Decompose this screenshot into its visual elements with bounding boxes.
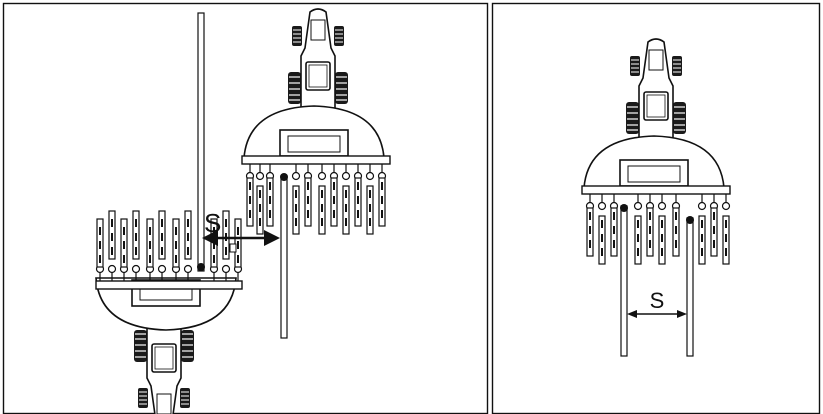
seed-row — [266, 177, 274, 227]
seed-row — [120, 218, 128, 268]
upper-drill — [241, 8, 391, 165]
spacing-label-right: S — [650, 288, 665, 313]
seed-row — [96, 218, 104, 268]
seed-row — [234, 218, 242, 268]
seed-row — [246, 177, 254, 227]
seed-row — [222, 210, 230, 260]
seed-row — [672, 207, 680, 257]
seed-row — [378, 177, 386, 227]
seed-row — [710, 207, 718, 257]
seed-row — [318, 185, 326, 235]
seed-row — [158, 210, 166, 260]
drill-bar — [241, 155, 391, 165]
spacing-arrow-right — [627, 310, 687, 318]
seed-row — [634, 215, 642, 265]
spacing-label-left: S — [204, 208, 221, 238]
seed-row — [146, 218, 154, 268]
seed-row — [366, 185, 374, 235]
seed-row — [304, 177, 312, 227]
tramline-dot — [686, 216, 694, 224]
seed-row — [108, 210, 116, 260]
seed-row — [330, 177, 338, 227]
tramline-marker-right-b — [686, 217, 694, 357]
tramline-marker-right — [280, 175, 288, 339]
seed-row — [172, 218, 180, 268]
seed-row — [658, 215, 666, 265]
tramline-dot — [620, 204, 628, 212]
seed-row — [646, 207, 654, 257]
drill-bar — [581, 185, 731, 195]
right-drill — [581, 38, 731, 195]
tramline-dot — [197, 263, 205, 271]
lower-drill — [95, 277, 243, 414]
seed-row — [184, 210, 192, 260]
seed-row — [586, 207, 594, 257]
seed-row — [132, 210, 140, 260]
tramline-dot — [280, 173, 288, 181]
seed-row — [292, 185, 300, 235]
spacing-arrow-left — [202, 230, 280, 253]
seed-row — [342, 185, 350, 235]
left-panel-frame — [2, 2, 489, 414]
seed-row — [698, 215, 706, 265]
seed-row — [722, 215, 730, 265]
seed-row — [354, 177, 362, 227]
seed-row — [610, 207, 618, 257]
drill-bar — [95, 280, 243, 290]
tramline-marker-right-a — [620, 205, 628, 357]
seed-row — [256, 185, 264, 235]
seed-row — [598, 215, 606, 265]
